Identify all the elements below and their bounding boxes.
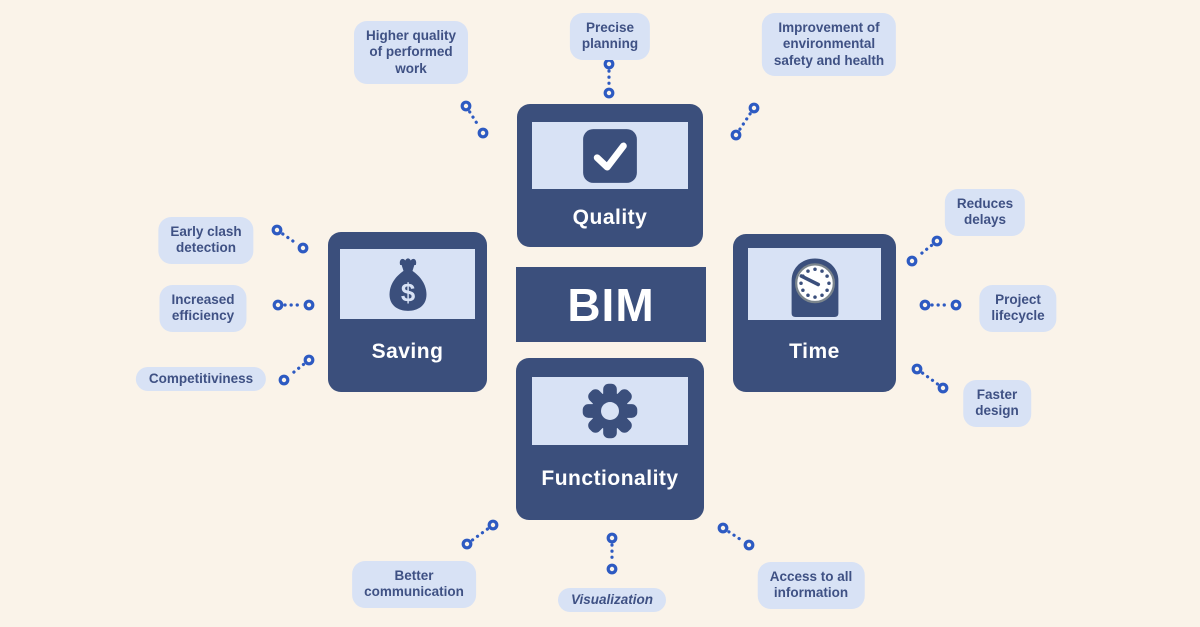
connector-quality-right	[730, 102, 760, 141]
saving-icon-panel: $	[340, 249, 475, 319]
connector-functionality-right	[717, 522, 755, 551]
clock-icon	[791, 258, 838, 317]
benefit-faster-design: Faster design	[963, 380, 1031, 427]
time-icon-panel	[748, 248, 881, 320]
time-title: Time	[789, 340, 840, 363]
benefit-increased-efficiency: Increased efficiency	[159, 285, 247, 332]
connector-time-bottom	[911, 363, 949, 394]
money-bag-icon: $	[389, 258, 426, 311]
time-box: Time	[733, 234, 896, 392]
dollar-sign: $	[400, 279, 414, 307]
gear-icon	[582, 383, 638, 439]
checkmark-icon	[583, 128, 637, 183]
bim-center-box: BIM	[516, 267, 706, 342]
functionality-icon-panel	[532, 377, 688, 445]
benefit-precise-planning: Precise planning	[569, 13, 651, 60]
benefit-higher-quality-of-performed-work: Higher quality of performed work	[353, 21, 469, 85]
benefit-project-lifecycle: Project lifecycle	[979, 285, 1057, 332]
functionality-box: Functionality	[516, 358, 704, 520]
connector-saving-bottom	[278, 354, 315, 386]
connector-saving-middle	[272, 299, 315, 311]
benefit-early-clash-detection: Early clash detection	[158, 217, 254, 264]
saving-box: $ Saving	[328, 232, 487, 392]
quality-title: Quality	[572, 206, 648, 229]
connector-time-middle	[919, 299, 962, 311]
connector-time-top	[906, 235, 943, 267]
functionality-title: Functionality	[541, 467, 679, 490]
benefit-reduces-delays: Reduces delays	[944, 189, 1026, 236]
quality-box: Quality	[517, 104, 703, 247]
benefit-visualization: Visualization	[557, 588, 667, 613]
connector-quality-left	[460, 100, 489, 139]
connector-quality-middle	[603, 58, 615, 99]
saving-title: Saving	[371, 340, 444, 363]
benefit-improvement-environmental-safety-health: Improvement of environmental safety and …	[761, 13, 897, 77]
quality-icon-panel	[532, 122, 688, 189]
bim-label: BIM	[567, 278, 655, 331]
benefit-better-communication: Better communication	[352, 561, 476, 608]
connector-functionality-left	[461, 519, 499, 550]
connector-functionality-middle	[606, 532, 618, 575]
benefit-competitiviness: Competitiviness	[135, 367, 267, 392]
benefit-access-to-all-information: Access to all information	[757, 562, 865, 609]
connector-saving-top	[271, 224, 309, 254]
